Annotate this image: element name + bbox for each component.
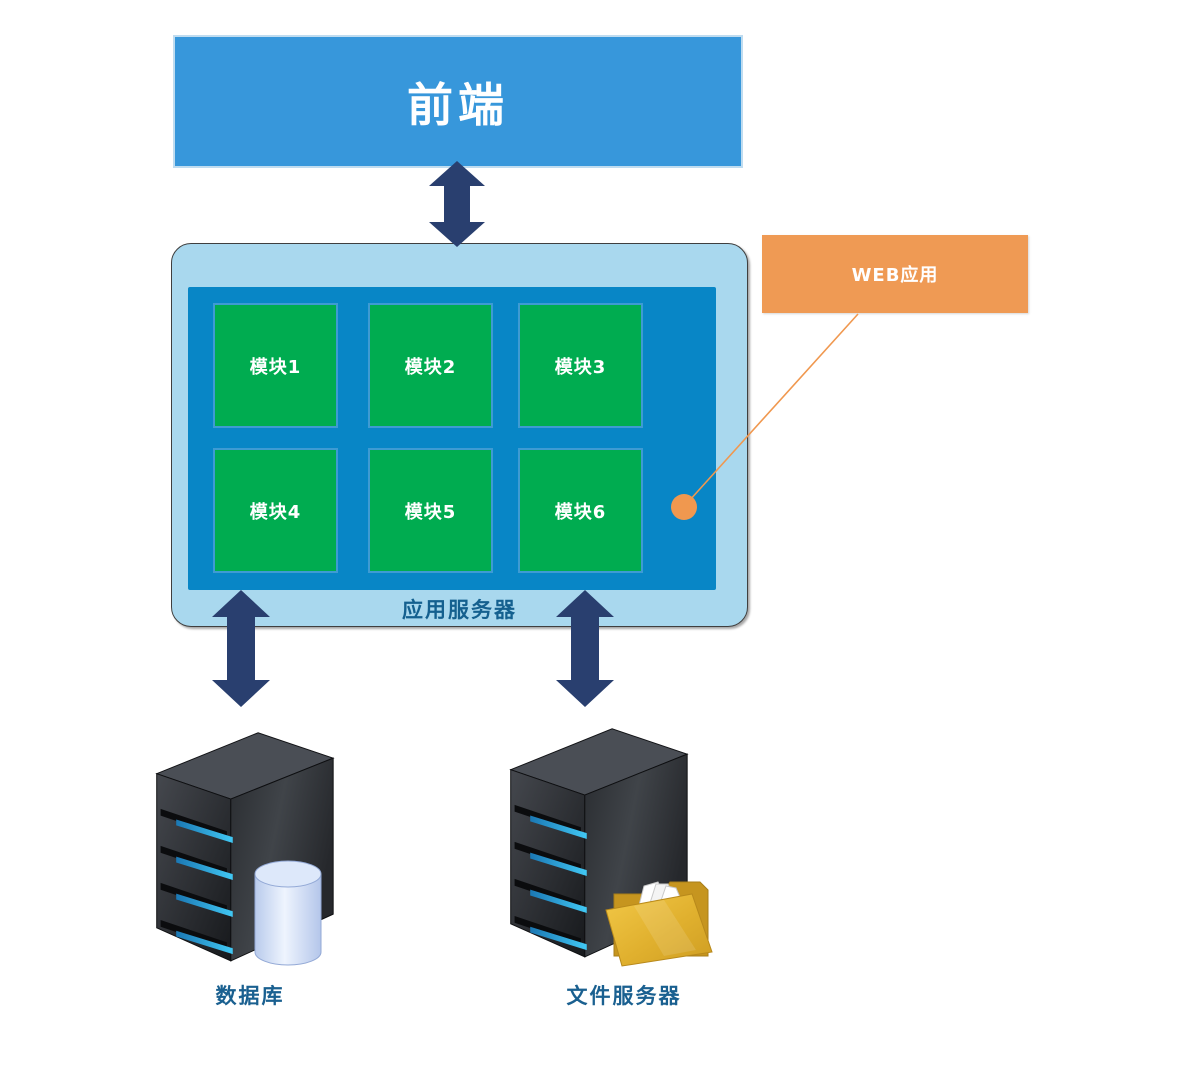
web-app-callout-box: WEB应用: [762, 235, 1028, 313]
module-2-box: 模块2: [368, 303, 493, 428]
module-4-label: 模块4: [249, 501, 302, 523]
module-3-label: 模块3: [554, 356, 607, 378]
app-server-label: 应用服务器: [402, 598, 517, 622]
module-6-box: 模块6: [518, 448, 643, 573]
database-cylinder-icon: [254, 860, 322, 966]
appserver-fileserver-arrow-icon: [556, 590, 614, 707]
module-1-label: 模块1: [249, 356, 302, 378]
frontend-appserver-arrow-icon: [429, 161, 485, 247]
module-5-label: 模块5: [404, 501, 457, 523]
database-label: 数据库: [215, 984, 285, 1008]
web-app-callout-label: WEB应用: [851, 265, 939, 286]
module-5-box: 模块5: [368, 448, 493, 573]
folder-icon: [605, 881, 713, 967]
module-6-label: 模块6: [554, 501, 607, 523]
file-server-label: 文件服务器: [566, 984, 682, 1008]
appserver-database-arrow-icon: [212, 590, 270, 707]
frontend-box: 前端: [173, 35, 743, 168]
module-1-box: 模块1: [213, 303, 338, 428]
module-3-box: 模块3: [518, 303, 643, 428]
frontend-label: 前端: [407, 77, 509, 132]
module-4-box: 模块4: [213, 448, 338, 573]
module-2-label: 模块2: [404, 356, 457, 378]
